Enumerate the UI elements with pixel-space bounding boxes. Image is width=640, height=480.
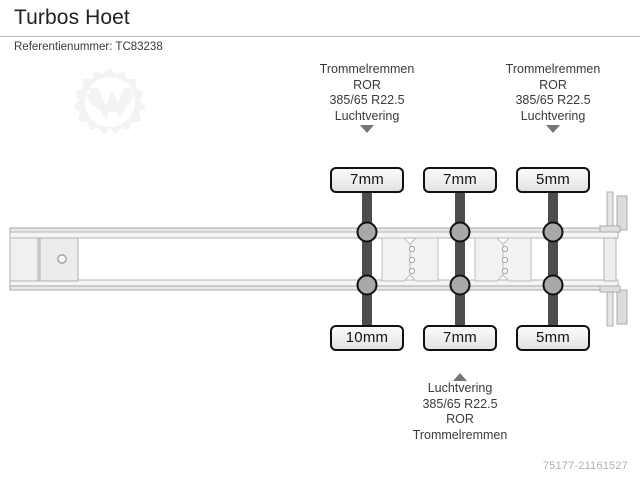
axle-group-3 — [542, 190, 564, 335]
axle-bar-2 — [455, 190, 465, 335]
front-panel-a — [9, 237, 43, 282]
axle-note-bottom: Luchtvering 385/65 R22.5 ROR Trommelremm… — [370, 372, 550, 443]
hanger-hole — [408, 256, 416, 264]
rear-crossbar-bottom — [599, 285, 621, 293]
note-line-tyre-size: 385/65 R22.5 — [422, 396, 498, 411]
watermark-gear-m-logo — [73, 68, 146, 134]
note-line-brand: ROR — [539, 77, 567, 92]
wheel-hub-2-top — [449, 221, 471, 243]
axle-note-top-right: Trommelremmen ROR 385/65 R22.5 Luchtveri… — [463, 62, 640, 133]
wheel-hub-3-top — [542, 221, 564, 243]
axle-group-1 — [356, 190, 378, 335]
rear-post-upper — [606, 191, 614, 233]
front-rib — [37, 237, 43, 282]
wheel-hub-2-bottom — [449, 274, 471, 296]
kingpin-circle — [57, 254, 67, 264]
hanger-hole — [408, 245, 416, 253]
tyre-measure-axle-3-bottom[interactable]: 5mm — [516, 325, 590, 351]
note-line-brakes: Trommelremmen — [319, 62, 415, 76]
hanger-bracket-left-2 — [474, 237, 504, 282]
note-line-brakes: Trommelremmen — [412, 427, 508, 442]
rear-post-center — [603, 237, 617, 282]
header-divider — [0, 36, 640, 37]
note-line-tyre-size: 385/65 R22.5 — [515, 93, 591, 107]
chassis-rail-top-outer — [9, 227, 619, 233]
tyre-measure-axle-2-bottom[interactable]: 7mm — [423, 325, 497, 351]
tyre-measure-axle-2-top[interactable]: 7mm — [423, 167, 497, 193]
page-header: Turbos Hoet — [0, 0, 640, 36]
note-line-suspension: Luchtvering — [334, 108, 400, 123]
rear-post-lower — [606, 285, 614, 327]
hanger-hole — [501, 267, 509, 275]
rear-crossbar-top — [599, 225, 621, 233]
hanger-bracket-right-1 — [409, 237, 439, 282]
tyre-measure-axle-1-bottom[interactable]: 10mm — [330, 325, 404, 351]
tyre-measure-axle-1-top[interactable]: 7mm — [330, 167, 404, 193]
rear-assembly — [599, 191, 628, 327]
axle-note-top-left: Trommelremmen ROR 385/65 R22.5 Luchtveri… — [277, 62, 457, 133]
note-line-brand: ROR — [353, 77, 381, 92]
suspension-hangers — [381, 237, 532, 282]
wheel-hub-3-bottom — [542, 274, 564, 296]
tyre-measure-axle-3-top[interactable]: 5mm — [516, 167, 590, 193]
axle-bar-1 — [362, 190, 372, 335]
hanger-bracket-right-2 — [502, 237, 532, 282]
note-line-brakes: Trommelremmen — [505, 62, 601, 76]
wheel-hub-1-bottom — [356, 274, 378, 296]
chassis-rail-top-inner — [9, 231, 619, 239]
kingpin-plate — [39, 237, 79, 282]
note-line-suspension: Luchtvering — [427, 381, 493, 395]
chassis-rail-bottom-inner — [9, 279, 619, 287]
front-panel-b — [41, 237, 61, 282]
kingpin-assembly — [9, 237, 79, 282]
rear-tab-lower — [616, 289, 628, 325]
watermark-reference-id: 75177-21161527 — [542, 460, 628, 472]
arrow-up-icon — [453, 373, 467, 381]
arrow-down-icon — [360, 125, 374, 133]
hanger-bracket-left-1 — [381, 237, 411, 282]
hanger-hole — [408, 267, 416, 275]
arrow-down-icon — [546, 125, 560, 133]
axle-group-2 — [449, 190, 471, 335]
axle-bar-3 — [548, 190, 558, 335]
rear-tab-upper — [616, 195, 628, 231]
hanger-hole — [501, 256, 509, 264]
note-line-suspension: Luchtvering — [520, 108, 586, 123]
page-title: Turbos Hoet — [14, 6, 130, 29]
wheel-hub-1-top — [356, 221, 378, 243]
hanger-hole — [501, 245, 509, 253]
note-line-brand: ROR — [446, 412, 474, 426]
chassis-frame — [9, 227, 619, 291]
note-line-tyre-size: 385/65 R22.5 — [329, 93, 405, 107]
chassis-rail-bottom-outer — [9, 285, 619, 291]
reference-number: Referentienummer: TC83238 — [14, 41, 163, 53]
